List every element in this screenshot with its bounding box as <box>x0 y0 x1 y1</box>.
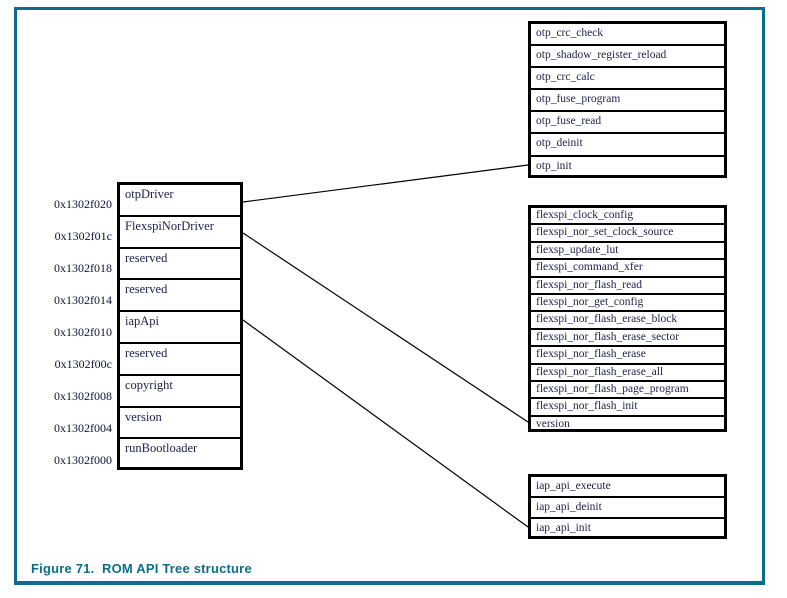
api-tree-entry-row: reserved <box>120 249 240 281</box>
api-tree-entry-label: otpDriver <box>125 187 174 201</box>
flexspi-driver-entry-row: flexspi_clock_config <box>531 208 724 226</box>
flexspi-driver-entry-row: flexsp_update_lut <box>531 243 724 261</box>
flexspi-driver-entry-label: flexspi_clock_config <box>536 209 634 221</box>
address-label: 0x1302f01c <box>54 229 112 243</box>
otp-driver-entry-label: otp_shadow_register_reload <box>536 49 667 62</box>
otp-driver-entry-row: otp_fuse_read <box>531 112 724 135</box>
flexspi-driver-entry-label: flexspi_nor_flash_read <box>536 278 643 291</box>
iap-api-table: iap_api_execute iap_api_deinit iap_api_ini… <box>528 474 727 539</box>
iap-api-entry-row: iap_api_init <box>531 519 724 540</box>
api-tree-entry-row: otpDriver <box>120 185 240 217</box>
iap-api-entry-label: iap_api_execute <box>536 480 611 492</box>
flexspi-driver-entry-label: flexspi_nor_flash_erase_sector <box>536 330 680 343</box>
otp-driver-entry-label: otp_deinit <box>536 137 583 150</box>
address-label: 0x1302f010 <box>54 325 112 339</box>
otp-driver-entry-row: otp_fuse_program <box>531 90 724 113</box>
figure-caption: Figure 71. ROM API Tree structure <box>31 561 252 576</box>
api-tree-entry-label: reserved <box>125 282 168 297</box>
address-label: 0x1302f004 <box>54 421 112 435</box>
address-label: 0x1302f00c <box>54 357 112 371</box>
api-tree-entry-row: reserved <box>120 280 240 313</box>
api-tree-entry-label: FlexspiNorDriver <box>125 218 214 233</box>
api-tree-entry-row: version <box>120 408 240 440</box>
flexspi-driver-entry-label: flexspi_nor_set_clock_source <box>536 226 674 239</box>
api-tree-entry-label: reserved <box>125 250 168 265</box>
otp-driver-entry-label: otp_crc_check <box>536 27 604 39</box>
flexspi-driver-entry-label: flexspi_nor_flash_erase <box>536 348 646 361</box>
address-label: 0x1302f018 <box>54 261 112 275</box>
flexspi-driver-entry-label: flexspi_nor_get_config <box>536 295 644 308</box>
otp-driver-entry-label: otp_fuse_read <box>536 115 602 128</box>
otp-driver-entry-label: otp_init <box>536 159 572 172</box>
address-label: 0x1302f008 <box>54 389 112 403</box>
api-tree-entry-label: runBootloader <box>125 441 198 456</box>
address-label: 0x1302f014 <box>54 293 112 307</box>
flexspi-driver-entry-row: version <box>531 417 724 434</box>
api-tree-entry-row: iapApi <box>120 312 240 344</box>
flexspi-driver-entry-row: flexspi_nor_flash_read <box>531 278 724 295</box>
otp-driver-entry-row: otp_crc_check <box>531 24 724 47</box>
api-tree-entry-label: copyright <box>125 377 173 392</box>
iap-api-entry-label: iap_api_deinit <box>536 501 602 513</box>
flexspi-driver-entry-row: flexspi_nor_set_clock_source <box>531 225 724 243</box>
flexspi-driver-entry-label: flexspi_nor_flash_init <box>536 400 638 413</box>
flexspi-driver-entry-label: flexspi_nor_flash_erase_block <box>536 313 678 326</box>
flexspi-driver-entry-row: flexspi_nor_flash_erase <box>531 347 724 365</box>
flexspi-driver-entry-label: flexspi_nor_flash_erase_all <box>536 365 664 378</box>
iap-api-entry-row: iap_api_execute <box>531 477 724 498</box>
flexspi-driver-entry-label: flexspi_command_xfer <box>536 261 643 274</box>
iap-api-entry-row: iap_api_deinit <box>531 498 724 519</box>
address-label: 0x1302f000 <box>54 453 112 467</box>
address-column: 0x1302f020 0x1302f01c 0x1302f018 0x1302f014… <box>32 182 112 470</box>
otp-driver-entry-row: otp_crc_calc <box>531 68 724 91</box>
api-tree-entry-label: iapApi <box>125 314 160 329</box>
flexspi-driver-entry-row: flexspi_nor_flash_erase_block <box>531 312 724 330</box>
api-tree-entry-row: FlexspiNorDriver <box>120 217 240 249</box>
otp-driver-entry-label: otp_fuse_program <box>536 93 621 106</box>
figure-bottom-rule <box>14 581 765 585</box>
flexspi-driver-entry-row: flexspi_nor_get_config <box>531 295 724 313</box>
flexspi-driver-entry-row: flexspi_nor_flash_page_program <box>531 382 724 400</box>
api-tree-entry-label: reserved <box>125 345 168 360</box>
api-tree-entry-row: runBootloader <box>120 439 240 471</box>
otp-driver-entry-row: otp_deinit <box>531 134 724 157</box>
api-tree-entry-row: copyright <box>120 376 240 408</box>
flexspi-driver-entry-row: flexspi_nor_flash_init <box>531 399 724 417</box>
flexspi-driver-entry-row: flexspi_nor_flash_erase_sector <box>531 330 724 348</box>
api-tree-entry-row: reserved <box>120 344 240 376</box>
flexspi-driver-entry-row: flexspi_command_xfer <box>531 260 724 278</box>
otp-driver-entry-row: otp_init <box>531 157 724 179</box>
flexspi-driver-entry-label: version <box>536 417 570 430</box>
address-label: 0x1302f020 <box>54 197 112 211</box>
flexspi-driver-entry-row: flexspi_nor_flash_erase_all <box>531 365 724 382</box>
flexspi-driver-entry-label: flexsp_update_lut <box>536 243 619 256</box>
otp-driver-entry-row: otp_shadow_register_reload <box>531 46 724 69</box>
api-tree-entry-label: version <box>125 409 162 424</box>
flexspi-driver-entry-label: flexspi_nor_flash_page_program <box>536 382 689 395</box>
otp-driver-entry-label: otp_crc_calc <box>536 71 595 84</box>
iap-api-entry-label: iap_api_init <box>536 522 591 534</box>
flexspi-nor-driver-table: flexspi_clock_config flexspi_nor_set_cloc… <box>528 205 727 432</box>
